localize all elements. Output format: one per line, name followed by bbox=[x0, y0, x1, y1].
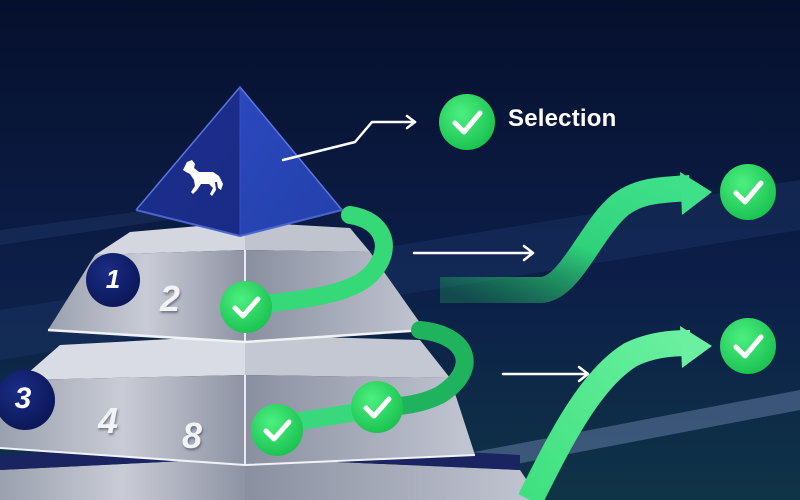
progress-path bbox=[246, 206, 393, 314]
arrow-icon bbox=[577, 365, 590, 383]
growth-arrow-head bbox=[680, 172, 712, 215]
pointer-line bbox=[281, 120, 417, 162]
check-icon bbox=[720, 318, 776, 374]
selection-label: Selection bbox=[508, 105, 617, 132]
tier-badge-1 bbox=[86, 253, 140, 307]
growth-arrow-head bbox=[680, 326, 712, 368]
check-icon bbox=[251, 404, 303, 456]
check-icon bbox=[439, 94, 495, 150]
growth-arrow bbox=[518, 330, 691, 500]
tier-badge-3 bbox=[0, 370, 55, 430]
check-icon bbox=[720, 164, 776, 220]
horse-icon bbox=[183, 160, 223, 196]
tier-badge-3-number: 3 bbox=[14, 382, 32, 415]
check-icon bbox=[351, 381, 403, 433]
arrow-icon bbox=[405, 114, 417, 130]
pyramid-top bbox=[135, 85, 343, 238]
growth-arrow bbox=[440, 175, 691, 303]
tier-badge-1-number: 1 bbox=[105, 264, 121, 294]
tier-2-number-4: 4 bbox=[98, 400, 119, 441]
tier-1-number-2: 2 bbox=[160, 278, 181, 319]
arrow-icon bbox=[522, 244, 535, 262]
tier-2-number-8: 8 bbox=[182, 415, 203, 456]
check-icon bbox=[220, 281, 272, 333]
